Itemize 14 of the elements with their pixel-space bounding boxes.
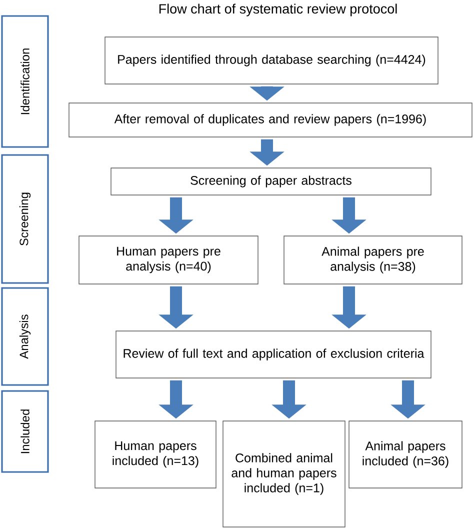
stage-box: Included (1, 390, 49, 473)
process-box: Human papers pre analysis (n=40) (78, 236, 258, 284)
process-box: After removal of duplicates and review papers (n=1996) (68, 102, 472, 138)
stage-box: Screening (1, 154, 49, 284)
process-box: Papers identified through database searching (n=4424) (104, 36, 438, 84)
process-box: Human papers included (n=13) (94, 420, 216, 488)
process-box: Screening of paper abstracts (110, 168, 432, 196)
stage-box: Identification (1, 15, 49, 148)
stage-box: Analysis (1, 287, 49, 386)
process-box: Combined animal and human papers included (n=1) (222, 420, 346, 528)
process-box: Animal papers included (n=36) (348, 420, 462, 488)
title: Flow chart of systematic review protocol (159, 4, 397, 16)
process-box: Review of full text and application of exclusion criteria (116, 330, 432, 378)
process-box: Animal papers pre analysis (n=38) (284, 236, 462, 284)
